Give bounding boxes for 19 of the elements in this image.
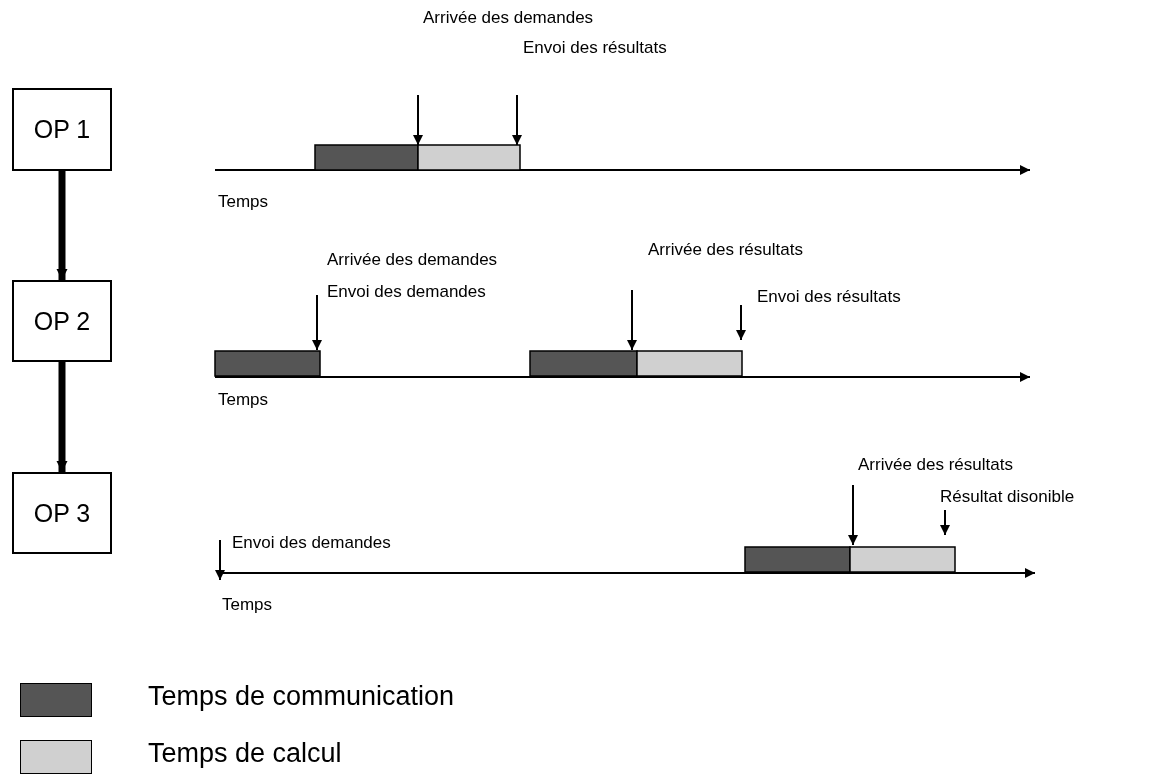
event-label: Arrivée des résultats — [858, 455, 1013, 475]
event-label: Envoi des résultats — [757, 287, 901, 307]
operation-box: OP 2 — [12, 280, 112, 362]
event-label: Envoi des demandes — [327, 282, 486, 302]
arrow — [56, 362, 68, 472]
arrow — [56, 171, 68, 280]
event-label: Arrivée des demandes — [423, 8, 594, 28]
axis-label: Temps — [218, 390, 269, 410]
legend-label: Temps de calcul — [148, 738, 342, 769]
operation-box: OP 3 — [12, 472, 112, 554]
operation-box: OP 1 — [12, 88, 112, 171]
event-label: Arrivée des demandes — [327, 250, 498, 270]
event-label: Envoi des résultats — [523, 38, 667, 58]
event-label: Résultat disonible — [940, 487, 1075, 507]
event-label: Arrivée des résultats — [648, 240, 803, 260]
legend-label: Temps de communication — [148, 681, 455, 712]
axis-label: Temps — [218, 192, 269, 212]
event-label: Envoi des demandes — [232, 533, 391, 553]
axis-label: Temps — [222, 595, 273, 615]
